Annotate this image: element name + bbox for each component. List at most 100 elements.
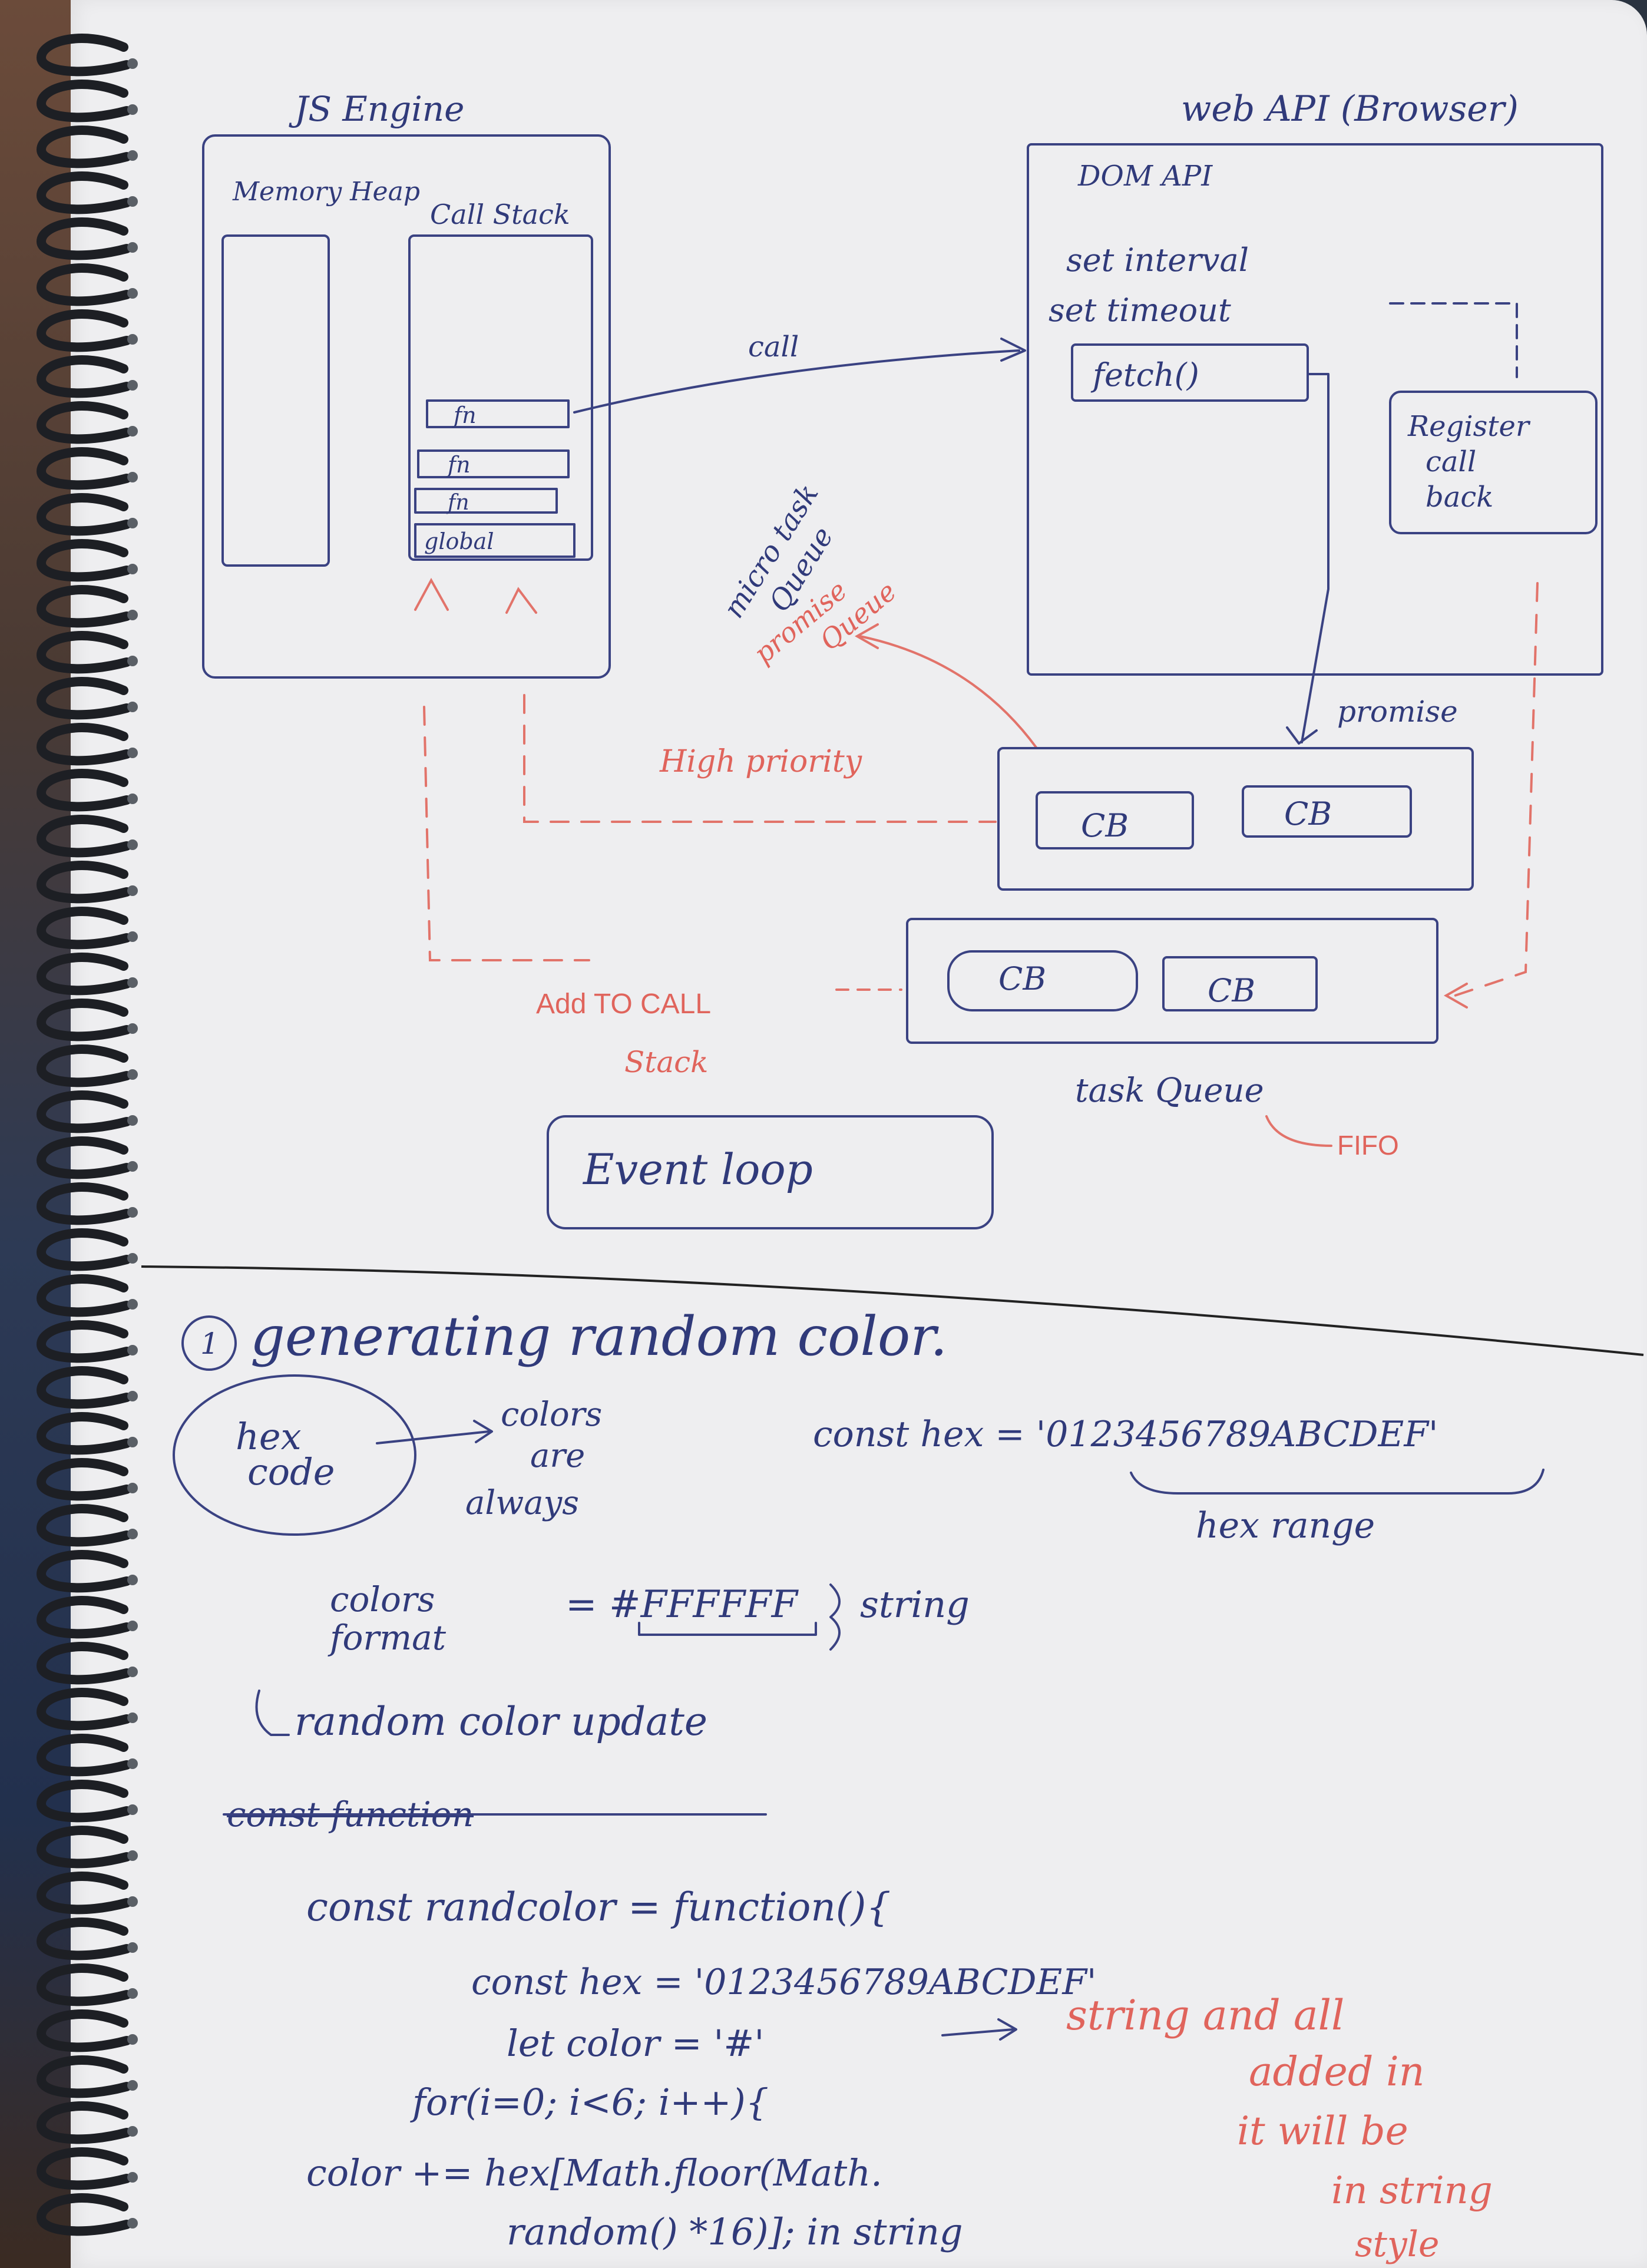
dashed-arrow [1389, 302, 1518, 378]
binding-ring [36, 1963, 131, 2006]
web-api-box [1027, 143, 1603, 676]
arrow-head-icon [997, 2018, 1017, 2041]
stack-frame-label: fn [452, 402, 477, 428]
call-arrow [573, 349, 1020, 414]
binding-hole [127, 931, 138, 942]
binding-ring [36, 677, 131, 720]
call-stack-box [408, 234, 593, 561]
binding-hole [127, 1483, 138, 1493]
spiral-binding [36, 34, 138, 2236]
stack-frame [417, 449, 570, 478]
binding-ring [36, 631, 131, 674]
binding-hole [127, 1758, 138, 1769]
binding-ring [36, 2055, 131, 2098]
set-interval-label: set interval [1066, 242, 1249, 279]
binding-ring [36, 539, 131, 582]
binding-ring [36, 1274, 131, 1317]
binding-ring [36, 953, 131, 996]
event-loop-box [547, 1115, 994, 1229]
binding-ring [36, 1182, 131, 1225]
binding-ring [36, 2101, 131, 2144]
stack-frame-label: fn [446, 491, 469, 515]
binding-hole [127, 2080, 138, 2091]
binding-hole [127, 2126, 138, 2137]
memory-heap-box [221, 234, 330, 567]
up-arrow-icon [414, 577, 449, 611]
format-label: format [328, 1618, 447, 1658]
binding-ring [36, 1826, 131, 1869]
curly-brace [829, 1583, 841, 1651]
binding-hole [127, 1988, 138, 1999]
stack-frame [414, 523, 576, 558]
binding-hole [127, 702, 138, 712]
arrow-head-icon [1443, 983, 1468, 1009]
binding-ring [36, 1872, 131, 1915]
binding-ring [36, 2147, 131, 2190]
register-callback-box [1389, 391, 1598, 534]
binding-hole [127, 656, 138, 666]
binding-ring [36, 815, 131, 858]
binding-hole [127, 1161, 138, 1172]
binding-ring [36, 1136, 131, 1179]
format-brace [638, 1622, 817, 1636]
binding-ring [36, 125, 131, 168]
binding-hole [127, 1850, 138, 1861]
const-hex-line: const hex = '0123456789ABCDEF' [813, 1414, 1438, 1455]
cb-box [947, 950, 1138, 1011]
binding-ring [36, 2009, 131, 2052]
colors-label: colors [330, 1579, 435, 1619]
binding-hole [127, 1942, 138, 1953]
binding-hole [127, 2218, 138, 2229]
microtask-queue-box [997, 747, 1474, 891]
binding-ring [36, 1044, 131, 1087]
binding-hole [127, 2172, 138, 2183]
code-line-3: let color = '#' [507, 2022, 764, 2065]
fetch-label: fetch() [1090, 356, 1199, 394]
random-update-label: random color update [295, 1699, 707, 1744]
call-label: call [748, 330, 799, 363]
cb-box [1036, 791, 1194, 849]
register-label: Register [1407, 410, 1531, 443]
binding-hole [127, 839, 138, 850]
stack-frame [426, 399, 570, 428]
hex-code-ellipse [173, 1374, 416, 1536]
js-engine: JS Engine Memory Heap Call Stack fn fn f… [202, 89, 611, 679]
call-text: call [1426, 445, 1476, 478]
binding-ring [36, 769, 131, 812]
binding-hole [127, 2034, 138, 2045]
binding-ring [36, 2193, 131, 2236]
binding-ring [36, 80, 131, 123]
cb-box [1242, 785, 1412, 838]
binding-ring [36, 1780, 131, 1823]
up-arrow-icon [505, 587, 537, 614]
binding-ring [36, 1550, 131, 1593]
stack-label: Stack [624, 1045, 708, 1079]
binding-ring [36, 1596, 131, 1639]
hex-range-brace [1130, 1469, 1545, 1495]
fifo-arrow [1265, 1115, 1332, 1147]
cb-label: CB [998, 960, 1046, 997]
arrow-head-icon [473, 1420, 493, 1443]
js-engine-title: JS Engine [289, 89, 464, 129]
notebook-page [71, 0, 1647, 2268]
binding-hole [127, 104, 138, 115]
binding-hole [127, 1391, 138, 1401]
promise-arrow [1301, 373, 1329, 743]
binding-ring [36, 263, 131, 306]
priority-arrow [859, 635, 1038, 749]
binding-hole [127, 1575, 138, 1585]
binding-hole [127, 242, 138, 253]
dashed-path [523, 694, 997, 823]
binding-hole [127, 1115, 138, 1126]
binding-hole [127, 150, 138, 161]
binding-hole [127, 472, 138, 482]
binding-hole [127, 426, 138, 437]
dom-api-label: DOM API [1077, 160, 1213, 193]
binding-hole [127, 1896, 138, 1907]
binding-ring [36, 1917, 131, 1960]
code-line-6: random() *16)]; in string [507, 2210, 963, 2253]
code-text: code [247, 1450, 335, 1493]
binding-hole [127, 1712, 138, 1723]
heading: generating random color. [250, 1305, 947, 1368]
task-queue-box [906, 918, 1438, 1044]
